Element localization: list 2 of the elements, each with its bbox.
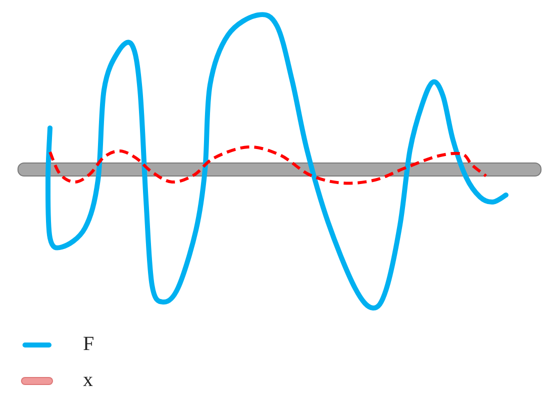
legend-label: x <box>83 369 93 391</box>
legend-label: F <box>83 333 94 355</box>
